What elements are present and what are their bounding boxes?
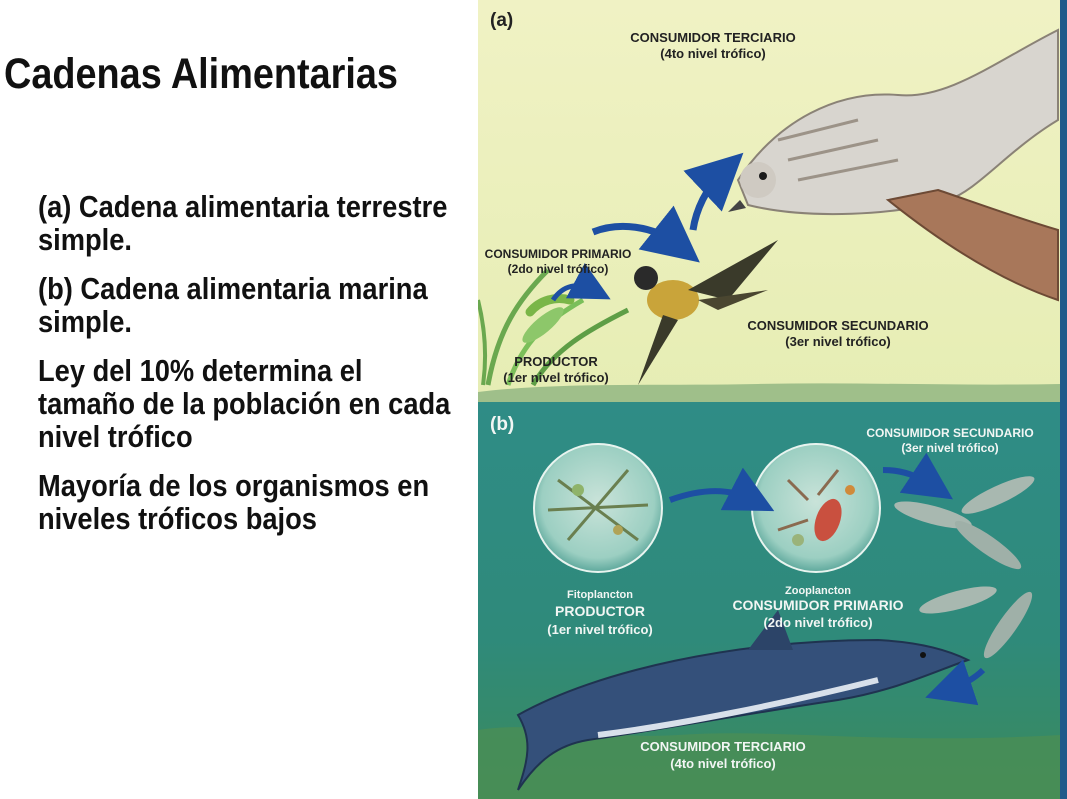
phytoplankton-bubble: [533, 443, 663, 573]
label-b-phyto-name: Fitoplancton: [567, 589, 633, 601]
bullet-item-low-levels: Mayoría de los organismos en niveles tró…: [38, 468, 430, 536]
food-chain-illustration: (a) CONSUMIDOR TERCIARIO (4to nivel tróf…: [478, 0, 1060, 799]
fish-school: [894, 476, 1035, 659]
label-a-producer-title: PRODUCTOR: [514, 354, 598, 369]
label-b-producer-title: PRODUCTOR: [555, 603, 645, 619]
bullet-list: (a) Cadena alimentaria terrestre simple.…: [38, 190, 478, 551]
arrow-primary-to-secondary: [591, 205, 700, 263]
label-b-zoo-name: Zooplancton: [785, 585, 851, 597]
bullet-item-ten-percent-law: Ley del 10% determina el tamaño de la po…: [38, 353, 451, 454]
ground-strip: [478, 383, 1060, 402]
small-bird: [634, 240, 778, 385]
arrow-secondary-to-tertiary: [683, 152, 744, 231]
seabed: [478, 727, 1060, 799]
label-a-secondary-level: (3er nivel trófico): [785, 334, 890, 349]
arrow-producer-to-primary: [550, 262, 611, 302]
label-a-tertiary-title: CONSUMIDOR TERCIARIO: [630, 30, 795, 45]
label-b-tertiary-title: CONSUMIDOR TERCIARIO: [640, 739, 805, 754]
panel-b-letter: (b): [490, 414, 514, 435]
label-b-secondary-level: (3er nivel trófico): [901, 441, 998, 455]
bullet-item-marine: (b) Cadena alimentaria marina simple.: [38, 271, 428, 339]
slide-title: Cadenas Alimentarias: [4, 50, 398, 98]
slide-edge-bar: [1060, 0, 1067, 799]
label-a-primary-title: CONSUMIDOR PRIMARIO: [485, 247, 632, 261]
label-a-tertiary-level: (4to nivel trófico): [660, 46, 765, 61]
arrow-fish-to-shark: [925, 659, 986, 706]
shark: [516, 610, 971, 791]
label-a-secondary-title: CONSUMIDOR SECUNDARIO: [747, 318, 928, 333]
arrow-phyto-to-zoo: [668, 467, 775, 512]
label-b-primary-level: (2do nivel trófico): [763, 615, 872, 630]
bullet-item-terrestrial: (a) Cadena alimentaria terrestre simple.: [38, 189, 448, 257]
label-a-producer-level: (1er nivel trófico): [503, 370, 608, 385]
panel-a-letter: (a): [490, 10, 513, 31]
food-chain-figure: (a) CONSUMIDOR TERCIARIO (4to nivel tróf…: [478, 0, 1060, 799]
label-b-primary-title: CONSUMIDOR PRIMARIO: [732, 597, 903, 613]
grass-plant: [478, 268, 630, 387]
label-b-secondary-title: CONSUMIDOR SECUNDARIO: [866, 426, 1033, 440]
arrow-zoo-to-fish: [882, 452, 953, 500]
label-b-tertiary-level: (4to nivel trófico): [670, 756, 775, 771]
label-a-primary-level: (2do nivel trófico): [508, 262, 609, 276]
label-b-producer-level: (1er nivel trófico): [547, 622, 652, 637]
zooplankton-bubble: [751, 443, 881, 573]
